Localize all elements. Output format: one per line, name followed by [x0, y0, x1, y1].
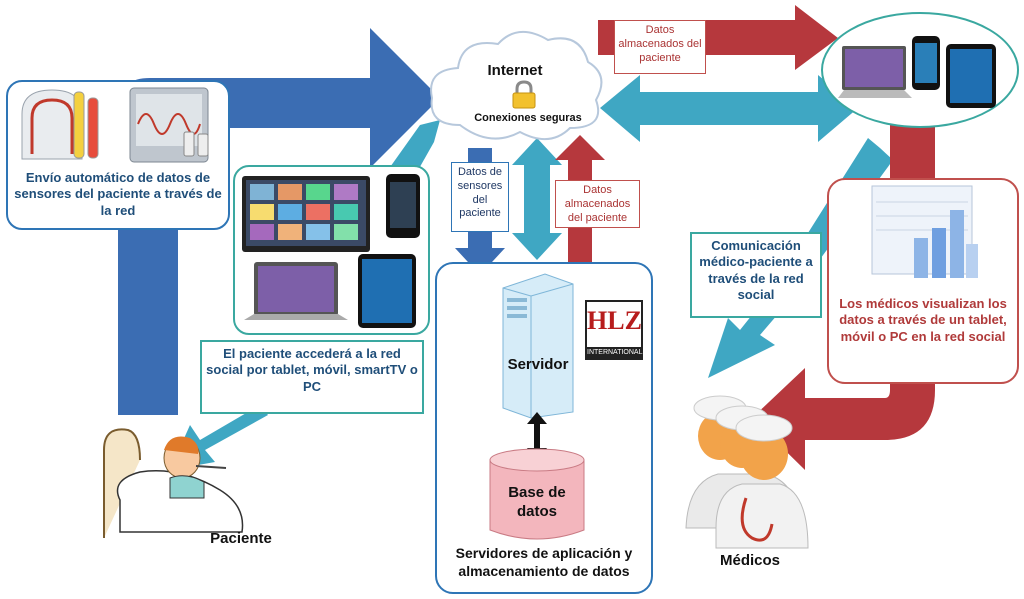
server-label: Servidor — [507, 356, 569, 373]
tv-laptop-tablet-phone-icon — [242, 174, 420, 328]
server-icon — [502, 273, 574, 419]
sensors-label: Envío automático de datos de sensores de… — [14, 170, 222, 218]
database-label: Base de datos — [508, 484, 566, 520]
patient-access-label: El paciente accederá a la red social por… — [206, 346, 418, 394]
red-arrow-devices-to-doctors — [752, 120, 935, 470]
servers-caption: Servidores de aplicación y almacenamient… — [455, 545, 633, 579]
sensor-data-label-box — [451, 162, 509, 232]
server-database-link-icon — [527, 412, 547, 460]
lock-icon — [512, 80, 536, 109]
sensor-data-label: Datos de sensores del paciente — [457, 166, 503, 220]
stored-data-server-label: Datos almacenados del paciente — [564, 184, 631, 224]
hlz-logo-sub: INTERNATIONAL — [587, 347, 643, 358]
stored-data-top-label: Datos almacenados del paciente — [618, 24, 702, 64]
database-icon — [489, 448, 585, 540]
internet-subtitle: Conexiones seguras — [474, 112, 582, 124]
doctors-view-label: Los médicos visualizan los datos a travé… — [839, 296, 1007, 344]
doctors-label: Médicos — [719, 552, 780, 569]
bar-chart-icon — [871, 185, 978, 278]
stored-data-top-box — [614, 20, 706, 74]
hlz-logo: HLZ INTERNATIONAL — [585, 300, 643, 360]
sick-patient-icon — [103, 428, 244, 538]
hlz-logo-main: HLZ — [587, 306, 642, 335]
teal-arrow-internet-devices — [600, 75, 858, 142]
communication-box — [690, 232, 822, 318]
lab-sensors-icon — [21, 87, 209, 163]
patient-access-box — [200, 340, 424, 414]
doctors-icon — [685, 395, 809, 549]
teal-arrow-internet-server — [512, 138, 562, 260]
communication-label: Comunicación médico-paciente a través de… — [699, 238, 813, 302]
patient-label: Paciente — [210, 530, 272, 547]
stored-data-server-box — [555, 180, 640, 228]
laptop-phone-tablet-icon — [838, 36, 996, 108]
internet-title: Internet — [487, 62, 543, 79]
